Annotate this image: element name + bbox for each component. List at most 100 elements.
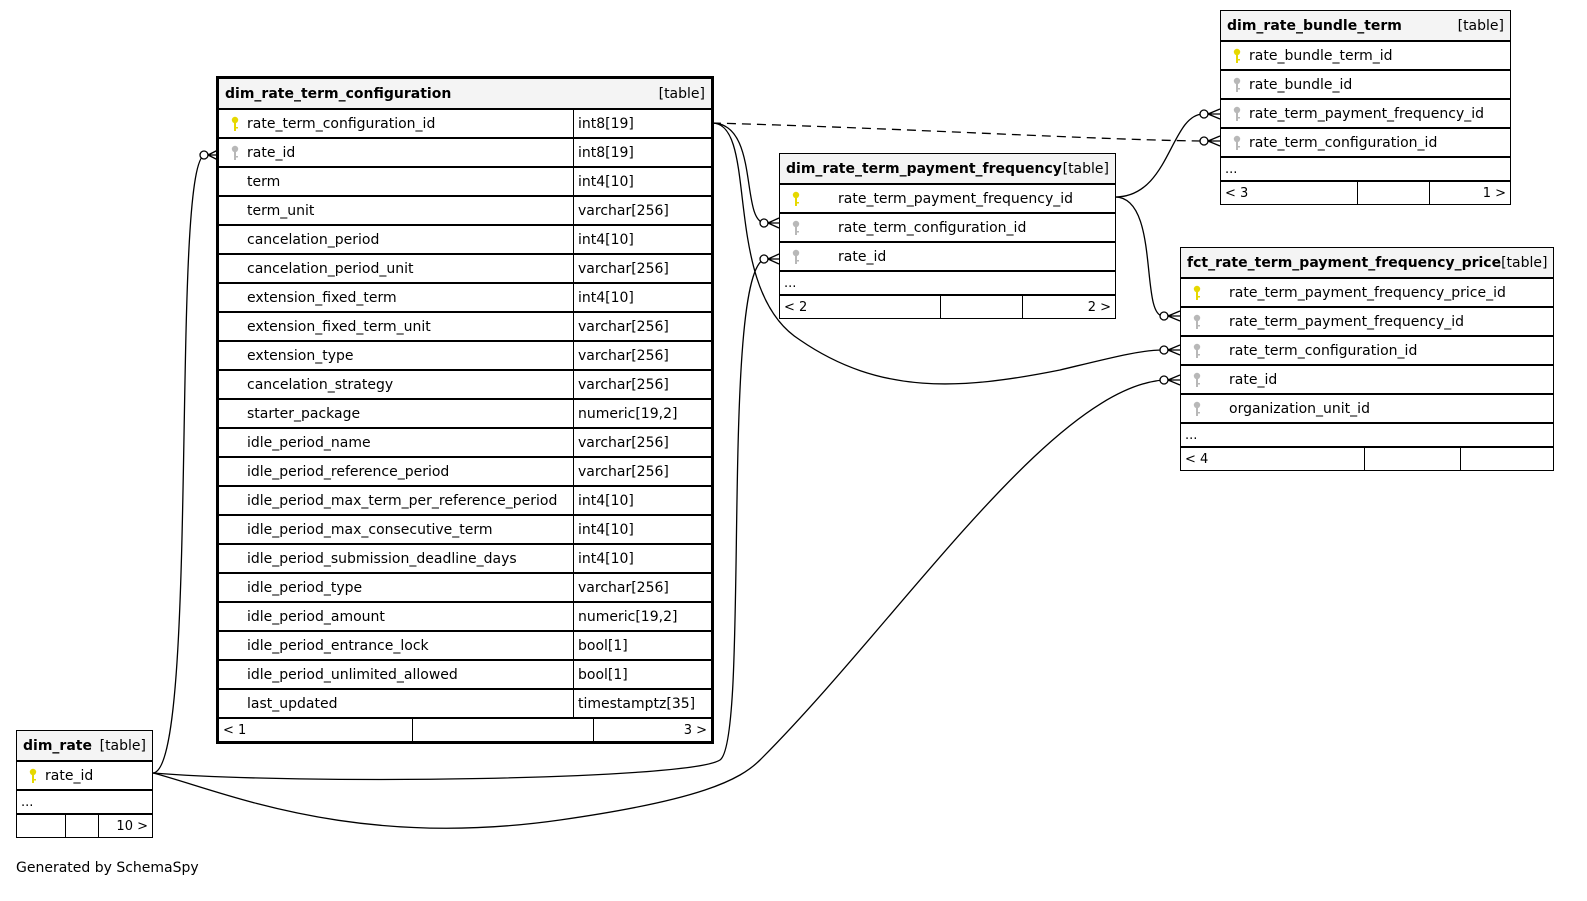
column-row[interactable]: rate_term_configuration_id — [1181, 335, 1553, 364]
column-row[interactable]: organization_unit_id — [1181, 393, 1553, 422]
table-dim-rate[interactable]: dim_rate [table] rate_id ... 10 > — [16, 730, 153, 838]
parents-count[interactable]: < 1 — [223, 722, 247, 738]
column-type: int4[10] — [573, 545, 711, 572]
table-dim-rate-bundle-term[interactable]: dim_rate_bundle_term [table] rate_bundle… — [1220, 10, 1511, 205]
column-name: rate_id — [45, 767, 94, 784]
column-name: organization_unit_id — [1229, 400, 1370, 417]
table-kind: [table] — [658, 85, 705, 102]
column-name: rate_id — [247, 144, 296, 161]
column-type: int4[10] — [573, 168, 711, 195]
column-name: idle_period_amount — [247, 608, 385, 625]
column-name: rate_term_payment_frequency_id — [838, 190, 1074, 207]
column-type: varchar[256] — [573, 429, 711, 456]
crowsfoot-circle — [1159, 345, 1169, 355]
foreign-key-icon — [1225, 77, 1249, 93]
column-name: rate_term_payment_frequency_price_id — [1229, 284, 1506, 301]
column-row[interactable]: rate_id — [1181, 364, 1553, 393]
column-name: cancelation_period_unit — [247, 260, 414, 277]
crowsfoot-circle — [759, 254, 769, 264]
column-name: rate_bundle_id — [1249, 76, 1353, 93]
column-name: idle_period_max_term_per_reference_perio… — [247, 492, 558, 509]
parents-count[interactable]: < 4 — [1185, 451, 1209, 467]
table-footer: < 2 2 > — [780, 294, 1115, 318]
more-columns: ... — [1181, 422, 1553, 446]
parents-count[interactable] — [17, 815, 65, 837]
column-name: idle_period_type — [247, 579, 363, 596]
table-kind: [table] — [99, 737, 146, 754]
column-row[interactable]: rate_id — [17, 760, 152, 789]
table-name[interactable]: fct_rate_term_payment_frequency_price — [1187, 254, 1502, 271]
table-kind: [table] — [1062, 160, 1109, 177]
table-name[interactable]: dim_rate — [23, 737, 92, 754]
column-type: int8[19] — [573, 139, 711, 166]
table-footer: < 4 — [1181, 446, 1553, 470]
table-name[interactable]: dim_rate_term_payment_frequency — [786, 160, 1062, 177]
crowsfoot — [1167, 310, 1181, 322]
column-row[interactable]: rate_term_payment_frequency_id — [1181, 306, 1553, 335]
table-header: dim_rate [table] — [17, 731, 152, 760]
column-name: idle_period_entrance_lock — [247, 637, 429, 654]
table-name[interactable]: dim_rate_term_configuration — [225, 85, 452, 102]
parents-count[interactable]: < 3 — [1225, 185, 1249, 201]
table-dim-rate-term-configuration[interactable]: dim_rate_term_configuration [table] rate… — [216, 76, 714, 744]
foreign-key-icon — [1225, 135, 1249, 151]
children-count[interactable]: 2 > — [1022, 296, 1115, 318]
more-columns: ... — [17, 789, 152, 813]
column-name: term — [247, 173, 281, 190]
edge-paymentfreq-to-bundle — [1114, 113, 1204, 198]
column-row[interactable]: rate_bundle_id — [1221, 69, 1510, 98]
column-row[interactable]: rate_term_payment_frequency_id — [780, 183, 1115, 212]
row-count — [1364, 448, 1460, 470]
table-kind: [table] — [1457, 17, 1504, 34]
parents-count[interactable]: < 2 — [784, 299, 808, 315]
table-name[interactable]: dim_rate_bundle_term — [1227, 17, 1402, 34]
table-header: dim_rate_bundle_term [table] — [1221, 11, 1510, 40]
primary-key-icon — [223, 116, 247, 132]
primary-key-icon — [1185, 285, 1209, 301]
table-dim-rate-term-payment-frequency[interactable]: dim_rate_term_payment_frequency [table] … — [779, 153, 1116, 319]
column-name: rate_id — [838, 248, 887, 265]
column-row[interactable]: rate_id — [780, 241, 1115, 270]
crowsfoot-circle — [1159, 375, 1169, 385]
column-name: extension_fixed_term_unit — [247, 318, 431, 335]
column-row[interactable]: rate_term_payment_frequency_price_id — [1181, 277, 1553, 306]
children-count[interactable] — [1460, 448, 1553, 470]
column-row[interactable]: rate_term_configuration_id — [780, 212, 1115, 241]
column-name: rate_term_payment_frequency_id — [1249, 105, 1485, 122]
primary-key-icon — [1225, 48, 1249, 64]
column-row[interactable]: rate_term_payment_frequency_id — [1221, 98, 1510, 127]
column-row[interactable]: rate_id int8[19] — [219, 137, 711, 166]
column-type: int4[10] — [573, 516, 711, 543]
table-fct-rate-term-payment-frequency-price[interactable]: fct_rate_term_payment_frequency_price [t… — [1180, 247, 1554, 471]
children-count[interactable]: 3 > — [593, 719, 711, 741]
column-row[interactable]: idle_period_max_term_per_reference_perio… — [219, 485, 711, 514]
children-count[interactable]: 10 > — [98, 815, 152, 837]
children-count[interactable]: 1 > — [1429, 182, 1510, 204]
column-type: int4[10] — [573, 226, 711, 253]
column-row[interactable]: rate_term_configuration_id — [1221, 127, 1510, 156]
edge-paymentfreq-to-fct — [1114, 196, 1164, 317]
crowsfoot — [1207, 108, 1221, 120]
column-type: int4[10] — [573, 487, 711, 514]
foreign-key-icon — [1225, 106, 1249, 122]
column-row[interactable]: term int4[10] — [219, 166, 711, 195]
column-row[interactable]: rate_bundle_term_id — [1221, 40, 1510, 69]
